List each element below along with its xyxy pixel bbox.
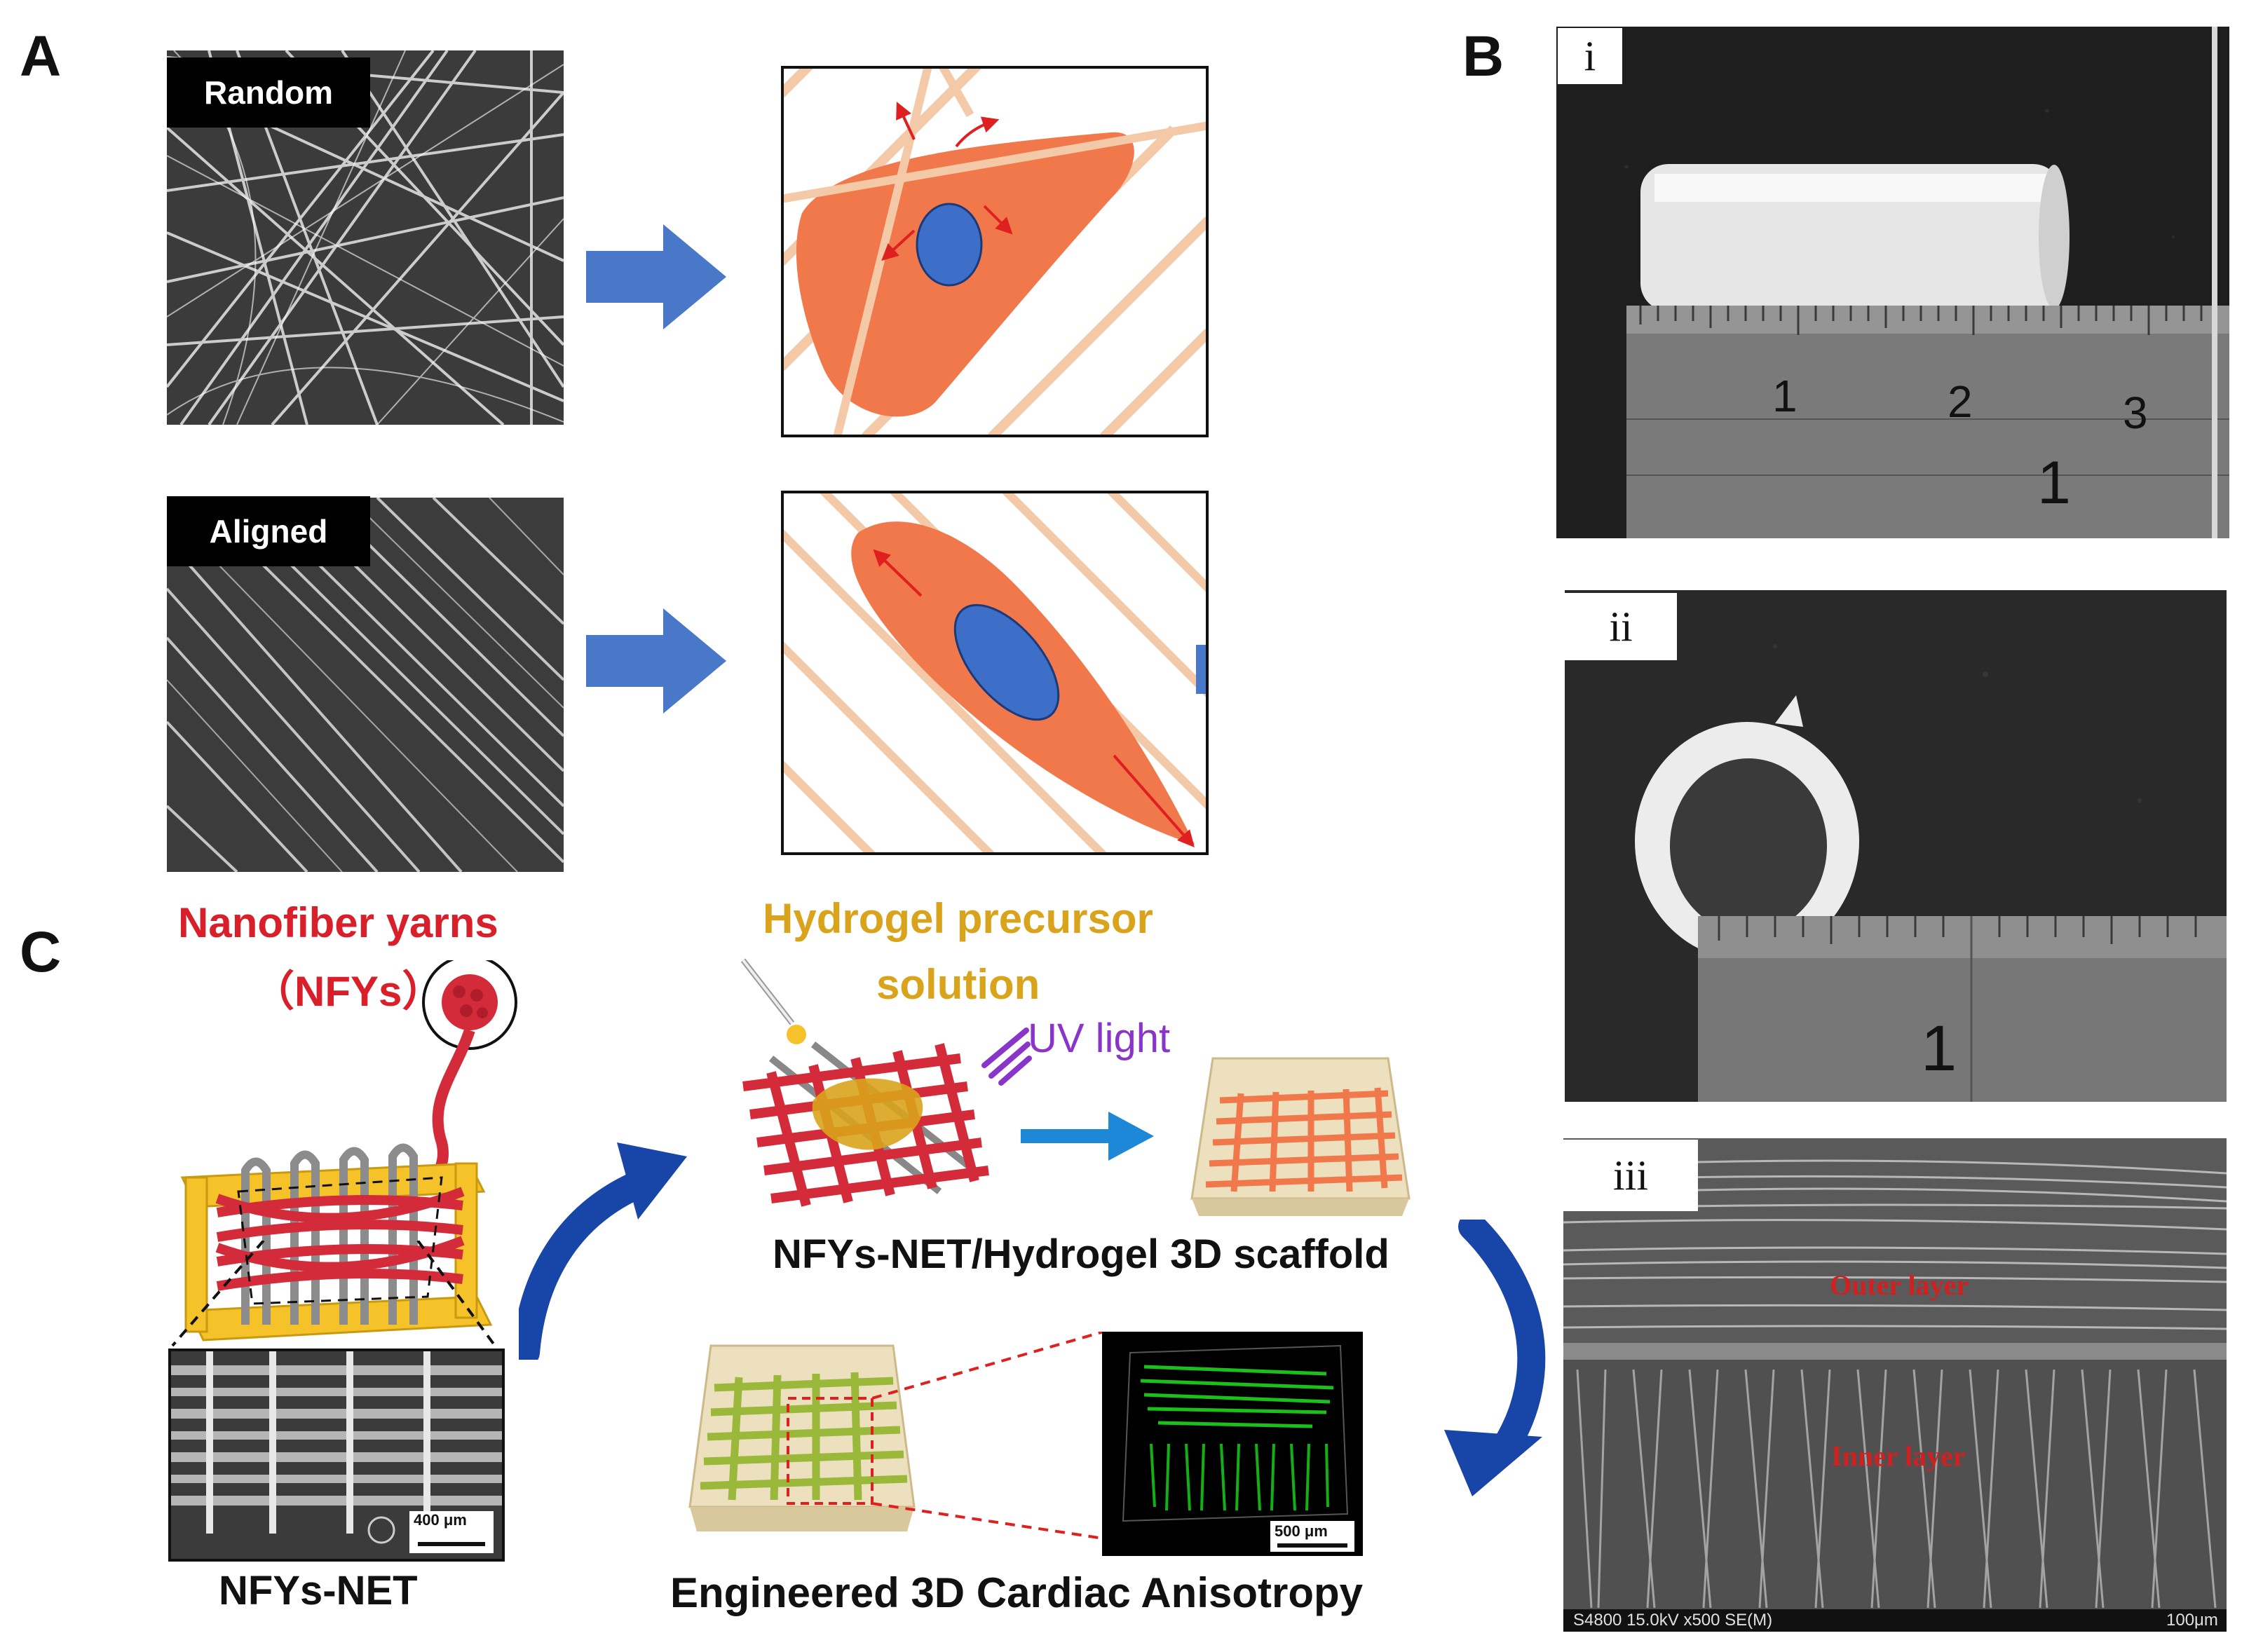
panel-letter-b: B <box>1462 25 1504 88</box>
sem-bilayer-image <box>1563 1138 2227 1632</box>
curved-arrow-icon <box>1444 1220 1546 1496</box>
random-label: Random <box>167 57 370 128</box>
panel-letter-a: A <box>20 25 62 88</box>
sem-info-bar: S4800 15.0kV x500 SE(M) <box>1573 1611 1773 1630</box>
net-sem-image <box>168 1349 505 1562</box>
ruler-label-bottom: 1 <box>2037 449 2071 517</box>
pipette-icon <box>740 958 806 1044</box>
hydrogel-label-line1: Hydrogel precursor <box>763 895 1153 942</box>
outer-layer-label: Outer layer <box>1830 1269 1969 1301</box>
scaffold-caption: NFYs-NET/Hydrogel 3D scaffold <box>773 1231 1389 1277</box>
aligned-cell-diagram <box>781 491 1209 855</box>
nfy-title-line2: （NFYs） <box>252 968 444 1015</box>
fluorescence-image <box>1102 1332 1363 1556</box>
panel-letter-c: C <box>20 920 62 984</box>
nfy-title-line1: Nanofiber yarns <box>178 899 498 946</box>
ruler-label-3: 3 <box>2123 388 2148 438</box>
scale-500-label: 500 μm <box>1275 1522 1328 1540</box>
net-zoom-lines <box>171 1241 496 1347</box>
cardiac-caption: Engineered 3D Cardiac Anisotropy <box>670 1569 1364 1616</box>
nfy-weaving-frame <box>180 960 517 1342</box>
photo-tube-cross-section <box>1565 590 2227 1102</box>
hydrogel-label-line2: solution <box>876 961 1040 1008</box>
random-cell-diagram <box>781 66 1209 437</box>
mesh-hydrogel-illustration <box>742 1042 989 1207</box>
scaffold-3d-box <box>1190 1057 1411 1216</box>
uv-light-label: UV light <box>1028 1016 1171 1061</box>
ruler-ii-label: 1 <box>1921 1013 1957 1084</box>
scale-400-label: 400 μm <box>414 1511 467 1529</box>
curved-arrow-icon <box>519 1142 687 1360</box>
zoom-lines <box>872 1332 1104 1540</box>
ruler-label-2: 2 <box>1948 376 1973 427</box>
arrow-right-icon <box>1021 1112 1154 1161</box>
uv-light-icon <box>981 1028 1032 1086</box>
arrow-right-icon <box>586 608 726 714</box>
subpanel-label-ii: ii <box>1565 593 1677 660</box>
subpanel-label-iii: iii <box>1563 1140 1698 1211</box>
net-caption: NFYs-NET <box>219 1568 418 1613</box>
sem-scale-label: 100μm <box>2166 1611 2218 1630</box>
photo-tube-length <box>1556 27 2229 538</box>
inner-layer-label: Inner layer <box>1831 1440 1966 1472</box>
subpanel-label-i: i <box>1558 28 1622 84</box>
ruler-label-1: 1 <box>1772 371 1798 421</box>
arrow-right-icon <box>586 224 726 329</box>
aligned-label: Aligned <box>167 496 370 566</box>
cardiac-tissue-box <box>688 1344 916 1531</box>
